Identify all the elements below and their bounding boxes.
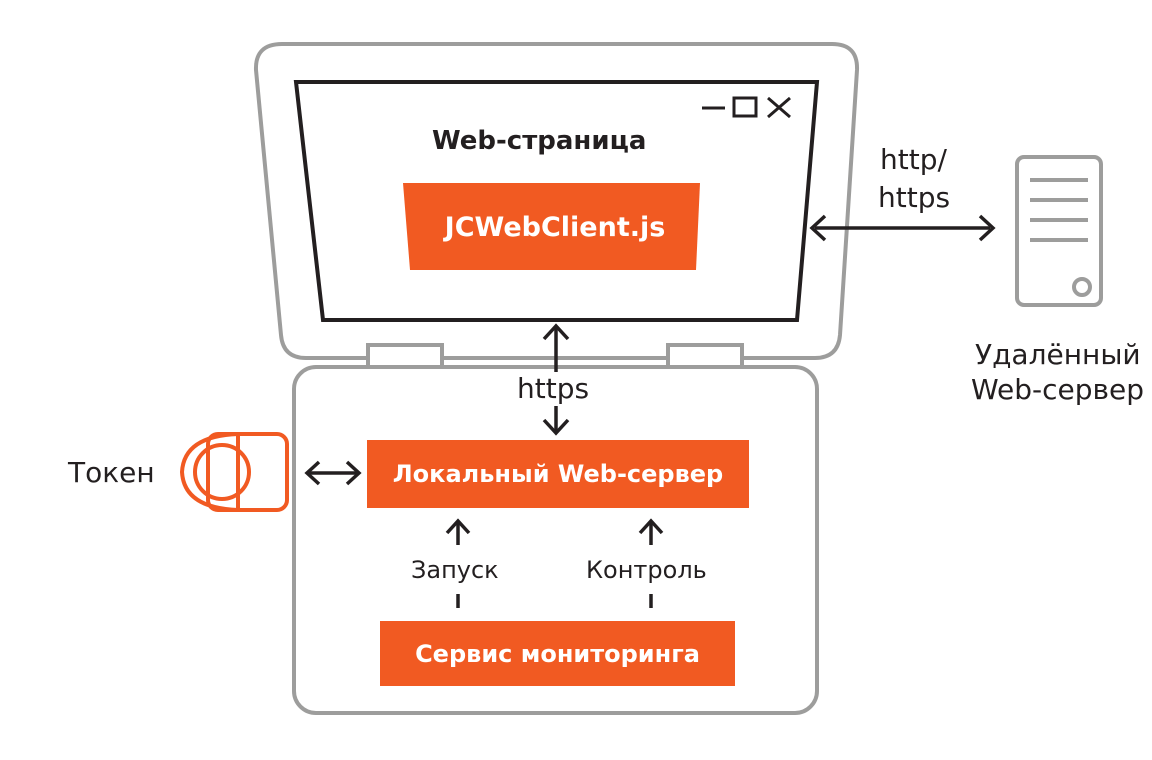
token-label: Токен [68,456,155,489]
local-link-label: https [517,372,590,405]
maximize-icon [732,96,758,118]
remote-link-label-1: http/ [880,143,947,176]
page-title: Web-страница [432,126,647,156]
arrow-token [304,460,362,486]
client-box-shape [403,183,700,270]
laptop-lid [253,42,860,360]
close-icon [767,96,791,119]
remote-server-label-2: Web-сервер [971,373,1145,406]
arrow-start [445,518,471,608]
arrow-https [542,323,570,436]
monitor-box-shape [380,621,735,686]
start-label: Запуск [411,556,499,584]
window-controls [702,96,791,119]
remote-link-label-2: https [878,181,951,214]
arrow-remote [809,214,996,242]
control-label: Контроль [586,556,707,584]
local-server-box: Локальный Web-сервер [392,460,724,488]
arrow-control [638,518,664,608]
local-server-box-shape [367,440,749,508]
usb-token-icon [179,432,289,512]
monitor-service-box: Сервис мониторинга [415,639,700,668]
server-icon [1015,155,1103,307]
remote-server-label-1: Удалённый [975,338,1141,371]
client-library-box: JCWebClient.js [444,211,666,243]
